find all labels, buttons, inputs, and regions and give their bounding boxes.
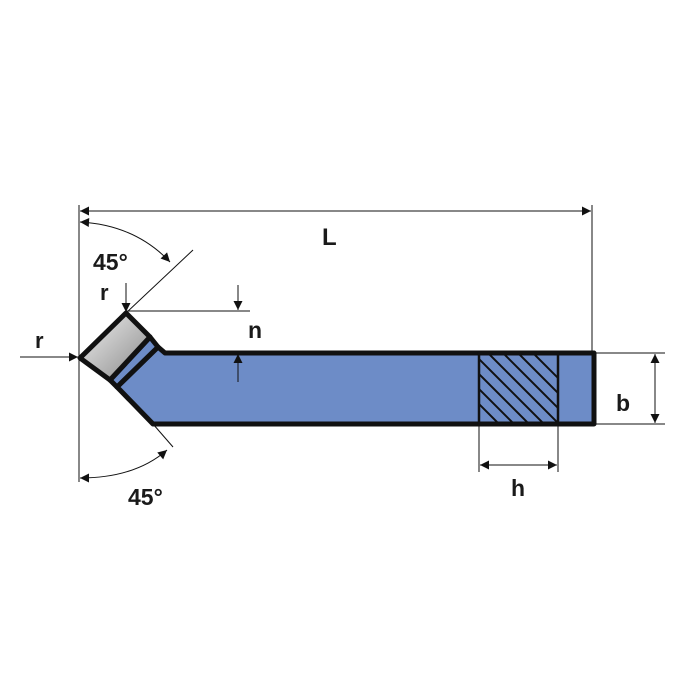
- dimension-lines: [20, 205, 665, 483]
- radius-top-label: r: [100, 280, 109, 305]
- angle-bottom-label: 45°: [128, 484, 163, 510]
- width-b-label: b: [616, 390, 630, 416]
- length-label: L: [322, 224, 337, 251]
- cross-section-outline: [477, 351, 560, 426]
- angle-top-label: 45°: [93, 249, 128, 275]
- radius-left-label: r: [35, 328, 44, 353]
- carbide-insert: [77, 310, 153, 383]
- offset-n-label: n: [248, 317, 262, 343]
- height-h-label: h: [511, 475, 525, 501]
